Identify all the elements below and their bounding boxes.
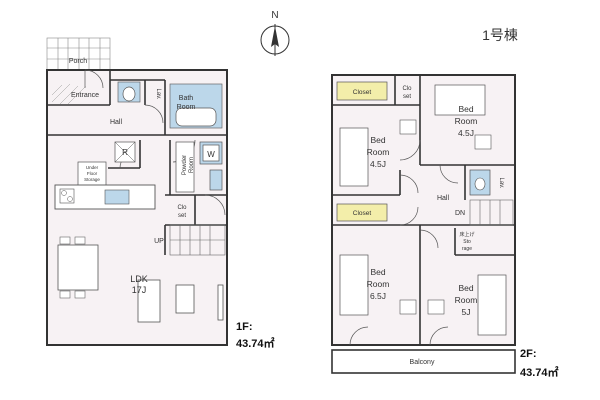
room-label-closet-small-1: Clo (402, 86, 412, 92)
room-label-closet-b: Closet (353, 210, 372, 217)
floor-2-area-value: 43.74㎡ (520, 365, 559, 379)
room-label-under-floor-1: Under (86, 165, 99, 170)
floor-1-plan: Porch Entrance Lav. Bath Room Hall Under… (46, 37, 275, 350)
room-label-lav: Lav. (155, 89, 161, 100)
fixture-label-refrigerator: R (122, 148, 128, 157)
porch-tiles (46, 37, 111, 71)
floor-1-area-value: 43.74㎡ (236, 336, 275, 350)
room-label-bed-se-3: 5J (462, 307, 471, 317)
room-label-closet-2: set (178, 213, 186, 219)
stairs-down-label: DN (455, 210, 465, 217)
room-label-ldk-2: 17J (132, 285, 147, 295)
room-label-under-floor-2: Floor (87, 171, 98, 176)
room-label-porch: Porch (69, 58, 87, 65)
room-label-closet-small-2: set (403, 94, 411, 100)
room-label-bath-1: Bath (179, 95, 194, 102)
room-label-bed-sw-2: Room (367, 279, 390, 289)
building-title: 1号棟 (482, 27, 518, 43)
room-label-powder-1: Powder (182, 155, 188, 175)
room-label-bath-2: Room (177, 104, 196, 111)
room-label-under-floor-3: Storage (84, 177, 100, 182)
stairs-up-label: UP (154, 238, 164, 245)
room-label-bed-nw-1: Bed (370, 135, 385, 145)
room-label-bed-ne-3: 4.5J (458, 128, 474, 138)
room-label-bed-se-2: Room (455, 295, 478, 305)
room-label-bed-sw-3: 6.5J (370, 291, 386, 301)
compass: N (260, 10, 290, 56)
room-label-closet-1: Clo (177, 205, 187, 211)
room-label-storage-2: Sto (463, 239, 471, 245)
room-label-closet-a: Closet (353, 89, 372, 96)
room-label-ldk-1: LDK (130, 274, 148, 284)
room-label-storage-1: 床上げ (459, 231, 474, 238)
room-label-bed-sw-1: Bed (370, 267, 385, 277)
room-label-bed-ne-1: Bed (458, 104, 473, 114)
room-label-lav-2f: Lav. (498, 178, 504, 189)
room-label-balcony: Balcony (410, 359, 435, 366)
room-label-bed-ne-2: Room (455, 116, 478, 126)
room-label-entrance: Entrance (71, 92, 99, 99)
compass-north-label: N (271, 10, 278, 21)
room-label-bed-se-1: Bed (458, 283, 473, 293)
room-label-hall-2f: Hall (437, 195, 450, 202)
room-label-hall: Hall (110, 119, 123, 126)
room-label-bed-nw-3: 4.5J (370, 159, 386, 169)
room-label-powder-2: Room (189, 157, 195, 173)
floor-2-plan: Closet Clo set Bed Room 4.5J Bed Room 4.… (331, 74, 559, 379)
room-label-bed-nw-2: Room (367, 147, 390, 157)
fixture-label-washer: W (207, 150, 215, 159)
floor-2-area-label: 2F: (520, 348, 537, 360)
floor-1-area-label: 1F: (236, 321, 253, 333)
room-label-storage-3: rage (462, 246, 472, 252)
